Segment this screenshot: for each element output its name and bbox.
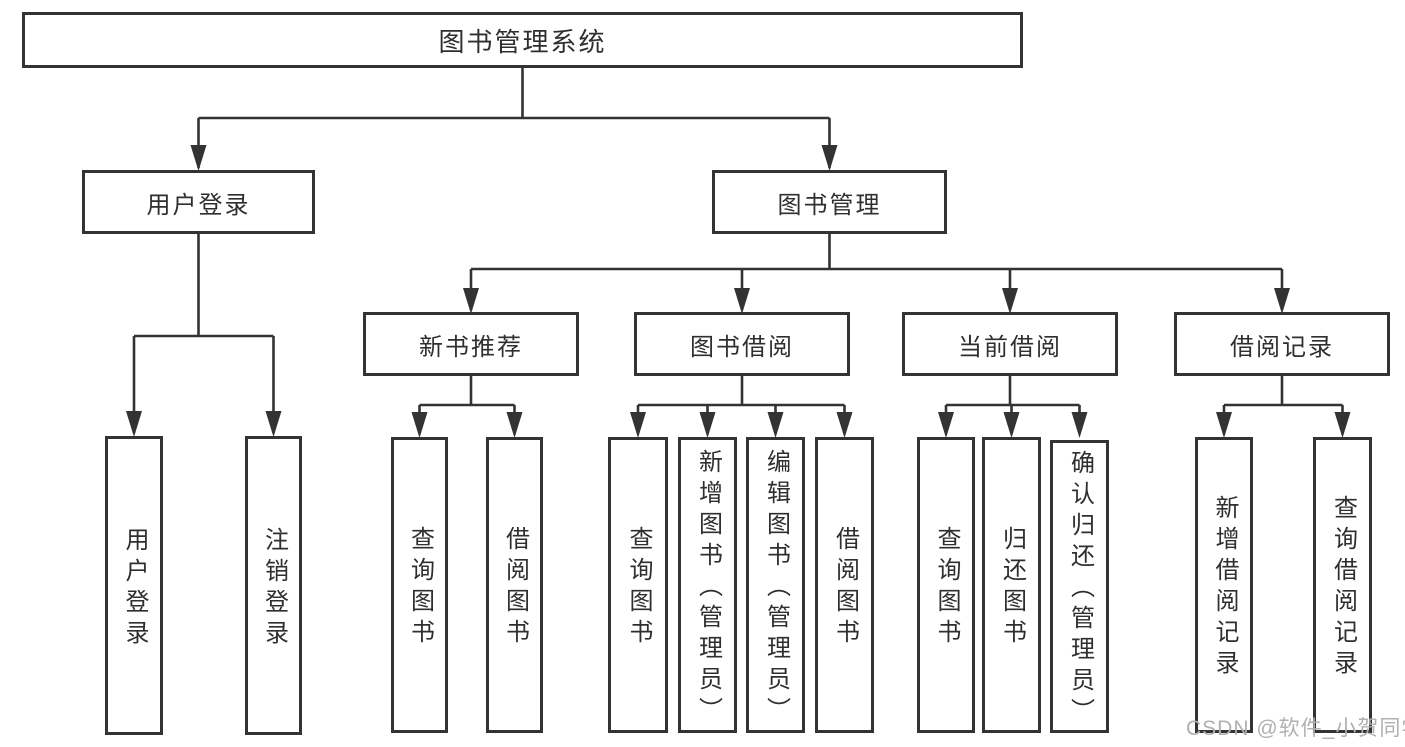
connector-book-mgmt [463, 234, 1290, 314]
node-nb-query-books: 查询图书 [391, 437, 448, 733]
node-book-mgmt: 图书管理 [712, 170, 947, 234]
node-cb-confirm-return-admin: 确认归还（管理员） [1050, 440, 1109, 733]
connector-current-borrow [938, 376, 1088, 438]
node-cb-query-books-label: 查询图书 [933, 526, 960, 650]
node-br-add-record: 新增借阅记录 [1195, 437, 1253, 733]
node-new-book-rec: 新书推荐 [363, 312, 579, 376]
node-bb-query-books: 查询图书 [608, 437, 668, 733]
node-logout-leaf-label: 注销登录 [260, 526, 288, 651]
node-user-login: 用户登录 [82, 170, 315, 234]
node-bb-query-books-label: 查询图书 [625, 526, 652, 650]
node-logout-leaf: 注销登录 [245, 436, 302, 735]
node-nb-borrow-books-label: 借阅图书 [501, 526, 529, 650]
node-user-login-leaf: 用户登录 [105, 436, 163, 735]
node-bb-edit-books-admin: 编辑图书（管理员） [746, 437, 805, 733]
node-bb-borrow-books-label: 借阅图书 [831, 526, 859, 650]
node-root-label: 图书管理系统 [438, 26, 607, 57]
connector-borrow-records [1216, 376, 1351, 438]
node-nb-query-books-label: 查询图书 [406, 526, 434, 650]
node-user-login-label: 用户登录 [146, 191, 251, 219]
node-book-mgmt-label: 图书管理 [777, 191, 882, 219]
node-current-borrow-label: 当前借阅 [958, 333, 1062, 361]
node-new-book-rec-label: 新书推荐 [419, 333, 523, 361]
connector-book-borrow [630, 376, 853, 438]
connector-root [190, 66, 838, 171]
connector-user-login [126, 234, 282, 437]
watermark: CSDN @软件_小贺同学 [1186, 717, 1405, 740]
node-bb-edit-books-admin-label: 编辑图书（管理员） [762, 448, 790, 728]
node-br-query-record-label: 查询借阅记录 [1329, 495, 1357, 681]
node-borrow-records: 借阅记录 [1174, 312, 1390, 376]
connector-new-book-rec [411, 376, 523, 438]
node-book-borrow: 图书借阅 [634, 312, 850, 376]
node-root: 图书管理系统 [22, 12, 1023, 68]
node-cb-return-books: 归还图书 [982, 437, 1041, 733]
node-nb-borrow-books: 借阅图书 [486, 437, 543, 733]
node-br-add-record-label: 新增借阅记录 [1211, 495, 1238, 681]
node-user-login-leaf-label: 用户登录 [121, 526, 148, 651]
node-bb-add-books-admin: 新增图书（管理员） [678, 437, 737, 733]
node-bb-borrow-books: 借阅图书 [815, 437, 874, 733]
node-cb-query-books: 查询图书 [917, 437, 975, 733]
node-cb-confirm-return-admin-label: 确认归还（管理员） [1066, 450, 1094, 729]
node-borrow-records-label: 借阅记录 [1230, 333, 1334, 361]
node-book-borrow-label: 图书借阅 [690, 333, 794, 361]
node-bb-add-books-admin-label: 新增图书（管理员） [694, 448, 722, 728]
node-current-borrow: 当前借阅 [902, 312, 1118, 376]
node-br-query-record: 查询借阅记录 [1313, 437, 1372, 733]
node-cb-return-books-label: 归还图书 [998, 526, 1026, 650]
